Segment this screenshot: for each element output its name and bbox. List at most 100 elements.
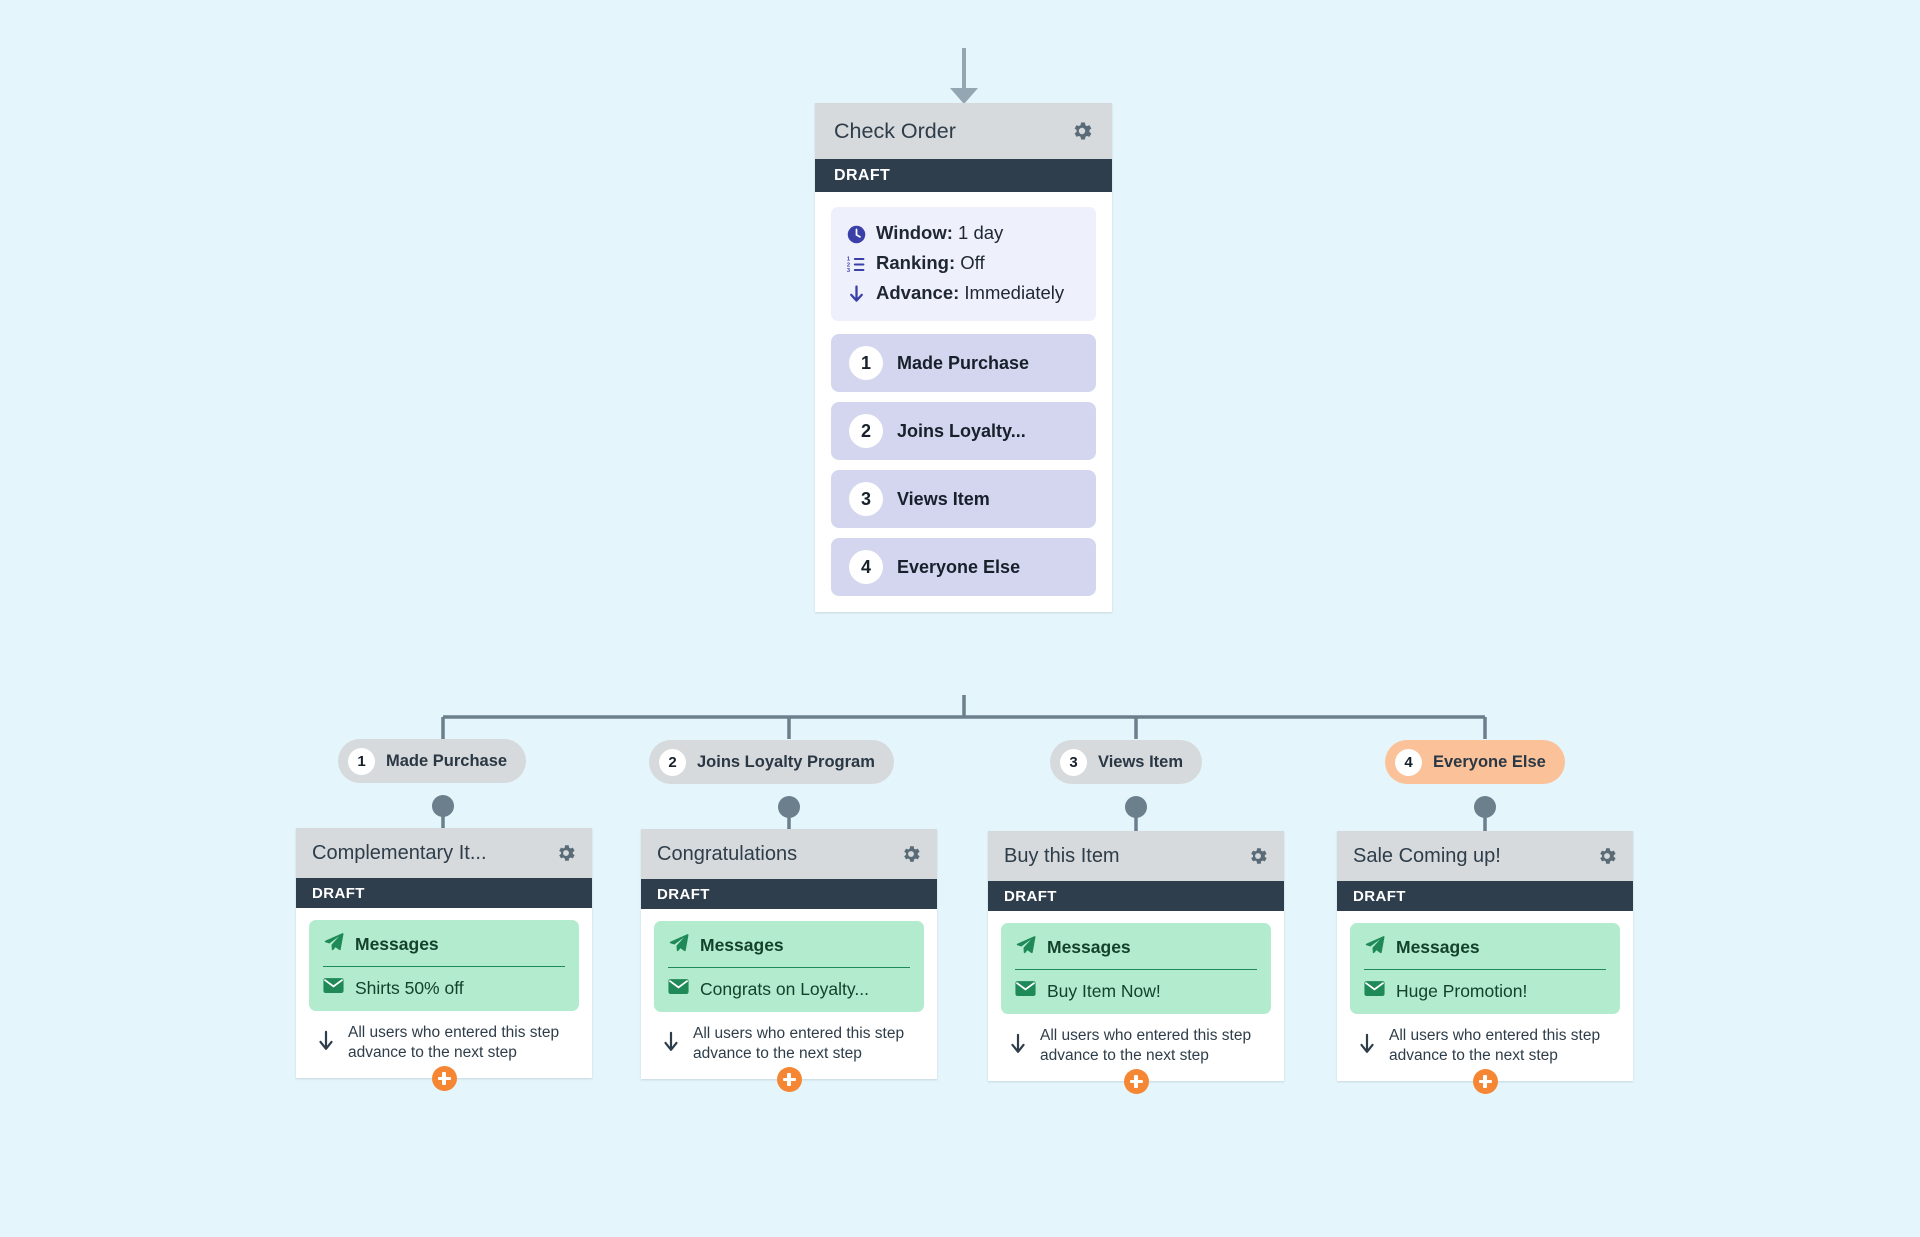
pill-number: 2 xyxy=(659,748,686,776)
branch-pill-4[interactable]: 4 Everyone Else xyxy=(1385,740,1565,784)
step-card-check-order[interactable]: Check Order DRAFT Window: 1 day xyxy=(815,103,1112,612)
card-title: Sale Coming up! xyxy=(1353,844,1501,867)
card-title: Complementary It... xyxy=(312,841,487,864)
add-step-button[interactable] xyxy=(776,1066,802,1092)
branch-item-4[interactable]: 4 Everyone Else xyxy=(831,538,1096,596)
envelope-icon xyxy=(1015,980,1036,1002)
setting-row-advance: Advance: Immediately xyxy=(845,281,1080,306)
step-card-sale-coming-up[interactable]: Sale Coming up! DRAFT Messages Huge Pro xyxy=(1337,831,1633,1094)
advance-row: All users who entered this step advance … xyxy=(654,1012,924,1065)
branch-pill-1[interactable]: 1 Made Purchase xyxy=(338,739,527,783)
message-label: Huge Promotion! xyxy=(1396,980,1528,1001)
status-badge: DRAFT xyxy=(988,881,1284,911)
gear-icon[interactable] xyxy=(1596,845,1618,867)
arrow-down-icon xyxy=(845,282,867,306)
status-badge: DRAFT xyxy=(1337,881,1633,911)
step-card-complementary-item[interactable]: Complementary It... DRAFT Messages Shir xyxy=(296,828,592,1091)
setting-label: Advance: xyxy=(876,282,960,303)
setting-value: Immediately xyxy=(964,282,1065,303)
status-badge: DRAFT xyxy=(815,159,1112,192)
messages-box[interactable]: Messages Congrats on Loyalty... xyxy=(654,921,924,1012)
setting-row-window: Window: 1 day xyxy=(845,221,1080,246)
gear-icon[interactable] xyxy=(1247,845,1269,867)
paper-plane-icon xyxy=(1015,934,1036,960)
branch-item-2[interactable]: 2 Joins Loyalty... xyxy=(831,402,1096,460)
envelope-icon xyxy=(1364,980,1385,1002)
svg-text:1: 1 xyxy=(846,256,850,262)
message-label: Shirts 50% off xyxy=(355,977,464,998)
gear-icon[interactable] xyxy=(1070,119,1094,143)
paper-plane-icon xyxy=(323,931,344,957)
advance-text: All users who entered this step advance … xyxy=(348,1024,560,1062)
arrow-down-icon xyxy=(1356,1030,1378,1063)
card-body: Window: 1 day 1 2 3 Ranking: Off xyxy=(815,192,1112,612)
branch-label: Views Item xyxy=(897,488,990,509)
messages-header: Messages xyxy=(668,932,910,968)
advance-text: All users who entered this step advance … xyxy=(1389,1027,1601,1065)
card-body: Messages Huge Promotion! All users who e… xyxy=(1337,911,1633,1094)
messages-box[interactable]: Messages Buy Item Now! xyxy=(1001,923,1271,1014)
setting-text: Window: 1 day xyxy=(876,221,1003,245)
setting-label: Window: xyxy=(876,222,953,243)
step-card-buy-this-item[interactable]: Buy this Item DRAFT Messages Buy Item N xyxy=(988,831,1284,1094)
card-body: Messages Buy Item Now! All users who ent… xyxy=(988,911,1284,1094)
setting-text: Ranking: Off xyxy=(876,251,985,275)
branch-item-1[interactable]: 1 Made Purchase xyxy=(831,334,1096,392)
arrow-down-icon xyxy=(315,1027,337,1060)
branch-pill-2[interactable]: 2 Joins Loyalty Program xyxy=(649,740,894,784)
message-row[interactable]: Huge Promotion! xyxy=(1364,970,1606,1002)
branch-label: Joins Loyalty... xyxy=(897,420,1026,441)
pill-label: Joins Loyalty Program xyxy=(697,752,875,771)
message-row[interactable]: Buy Item Now! xyxy=(1015,970,1257,1002)
setting-label: Ranking: xyxy=(876,252,956,273)
clock-icon xyxy=(845,222,867,246)
messages-box[interactable]: Messages Huge Promotion! xyxy=(1350,923,1620,1014)
add-step-button[interactable] xyxy=(431,1065,457,1091)
branch-list: 1 Made Purchase 2 Joins Loyalty... 3 Vie… xyxy=(831,334,1096,596)
messages-header: Messages xyxy=(1015,934,1257,970)
messages-header: Messages xyxy=(323,931,565,967)
pill-number: 3 xyxy=(1060,748,1087,776)
advance-row: All users who entered this step advance … xyxy=(1001,1014,1271,1067)
step-settings-panel: Window: 1 day 1 2 3 Ranking: Off xyxy=(831,207,1096,321)
pill-label: Views Item xyxy=(1098,752,1183,771)
add-step-button[interactable] xyxy=(1472,1068,1498,1094)
branch-item-3[interactable]: 3 Views Item xyxy=(831,470,1096,528)
status-badge: DRAFT xyxy=(296,878,592,908)
card-body: Messages Shirts 50% off All users who en… xyxy=(296,908,592,1091)
pill-label: Everyone Else xyxy=(1433,752,1546,771)
svg-text:2: 2 xyxy=(846,262,849,268)
arrow-down-icon xyxy=(660,1028,682,1061)
step-card-congratulations[interactable]: Congratulations DRAFT Messages Congrats xyxy=(641,829,937,1092)
branch-number: 2 xyxy=(849,414,883,448)
gear-icon[interactable] xyxy=(900,843,922,865)
branch-number: 4 xyxy=(849,550,883,584)
branch-pill-3[interactable]: 3 Views Item xyxy=(1050,740,1202,784)
pill-number: 4 xyxy=(1395,748,1422,776)
status-badge: DRAFT xyxy=(641,879,937,909)
branch-label: Everyone Else xyxy=(897,556,1021,577)
message-row[interactable]: Shirts 50% off xyxy=(323,967,565,999)
advance-row: All users who entered this step advance … xyxy=(1350,1014,1620,1067)
gear-icon[interactable] xyxy=(555,842,577,864)
card-header: Sale Coming up! xyxy=(1337,831,1633,881)
setting-row-ranking: 1 2 3 Ranking: Off xyxy=(845,251,1080,276)
card-header: Buy this Item xyxy=(988,831,1284,881)
message-label: Congrats on Loyalty... xyxy=(700,978,869,999)
pill-label: Made Purchase xyxy=(386,751,508,770)
messages-label: Messages xyxy=(700,934,784,955)
advance-row: All users who entered this step advance … xyxy=(309,1011,579,1064)
pill-number: 1 xyxy=(348,747,375,775)
envelope-icon xyxy=(668,978,689,1000)
envelope-icon xyxy=(323,977,344,999)
card-title: Congratulations xyxy=(657,842,798,865)
message-row[interactable]: Congrats on Loyalty... xyxy=(668,968,910,1000)
add-step-button[interactable] xyxy=(1123,1068,1149,1094)
messages-box[interactable]: Messages Shirts 50% off xyxy=(309,920,579,1011)
messages-label: Messages xyxy=(1396,936,1480,957)
card-header: Check Order xyxy=(815,103,1112,159)
card-title: Buy this Item xyxy=(1004,844,1120,867)
message-label: Buy Item Now! xyxy=(1047,980,1161,1001)
setting-value: Off xyxy=(960,252,985,273)
